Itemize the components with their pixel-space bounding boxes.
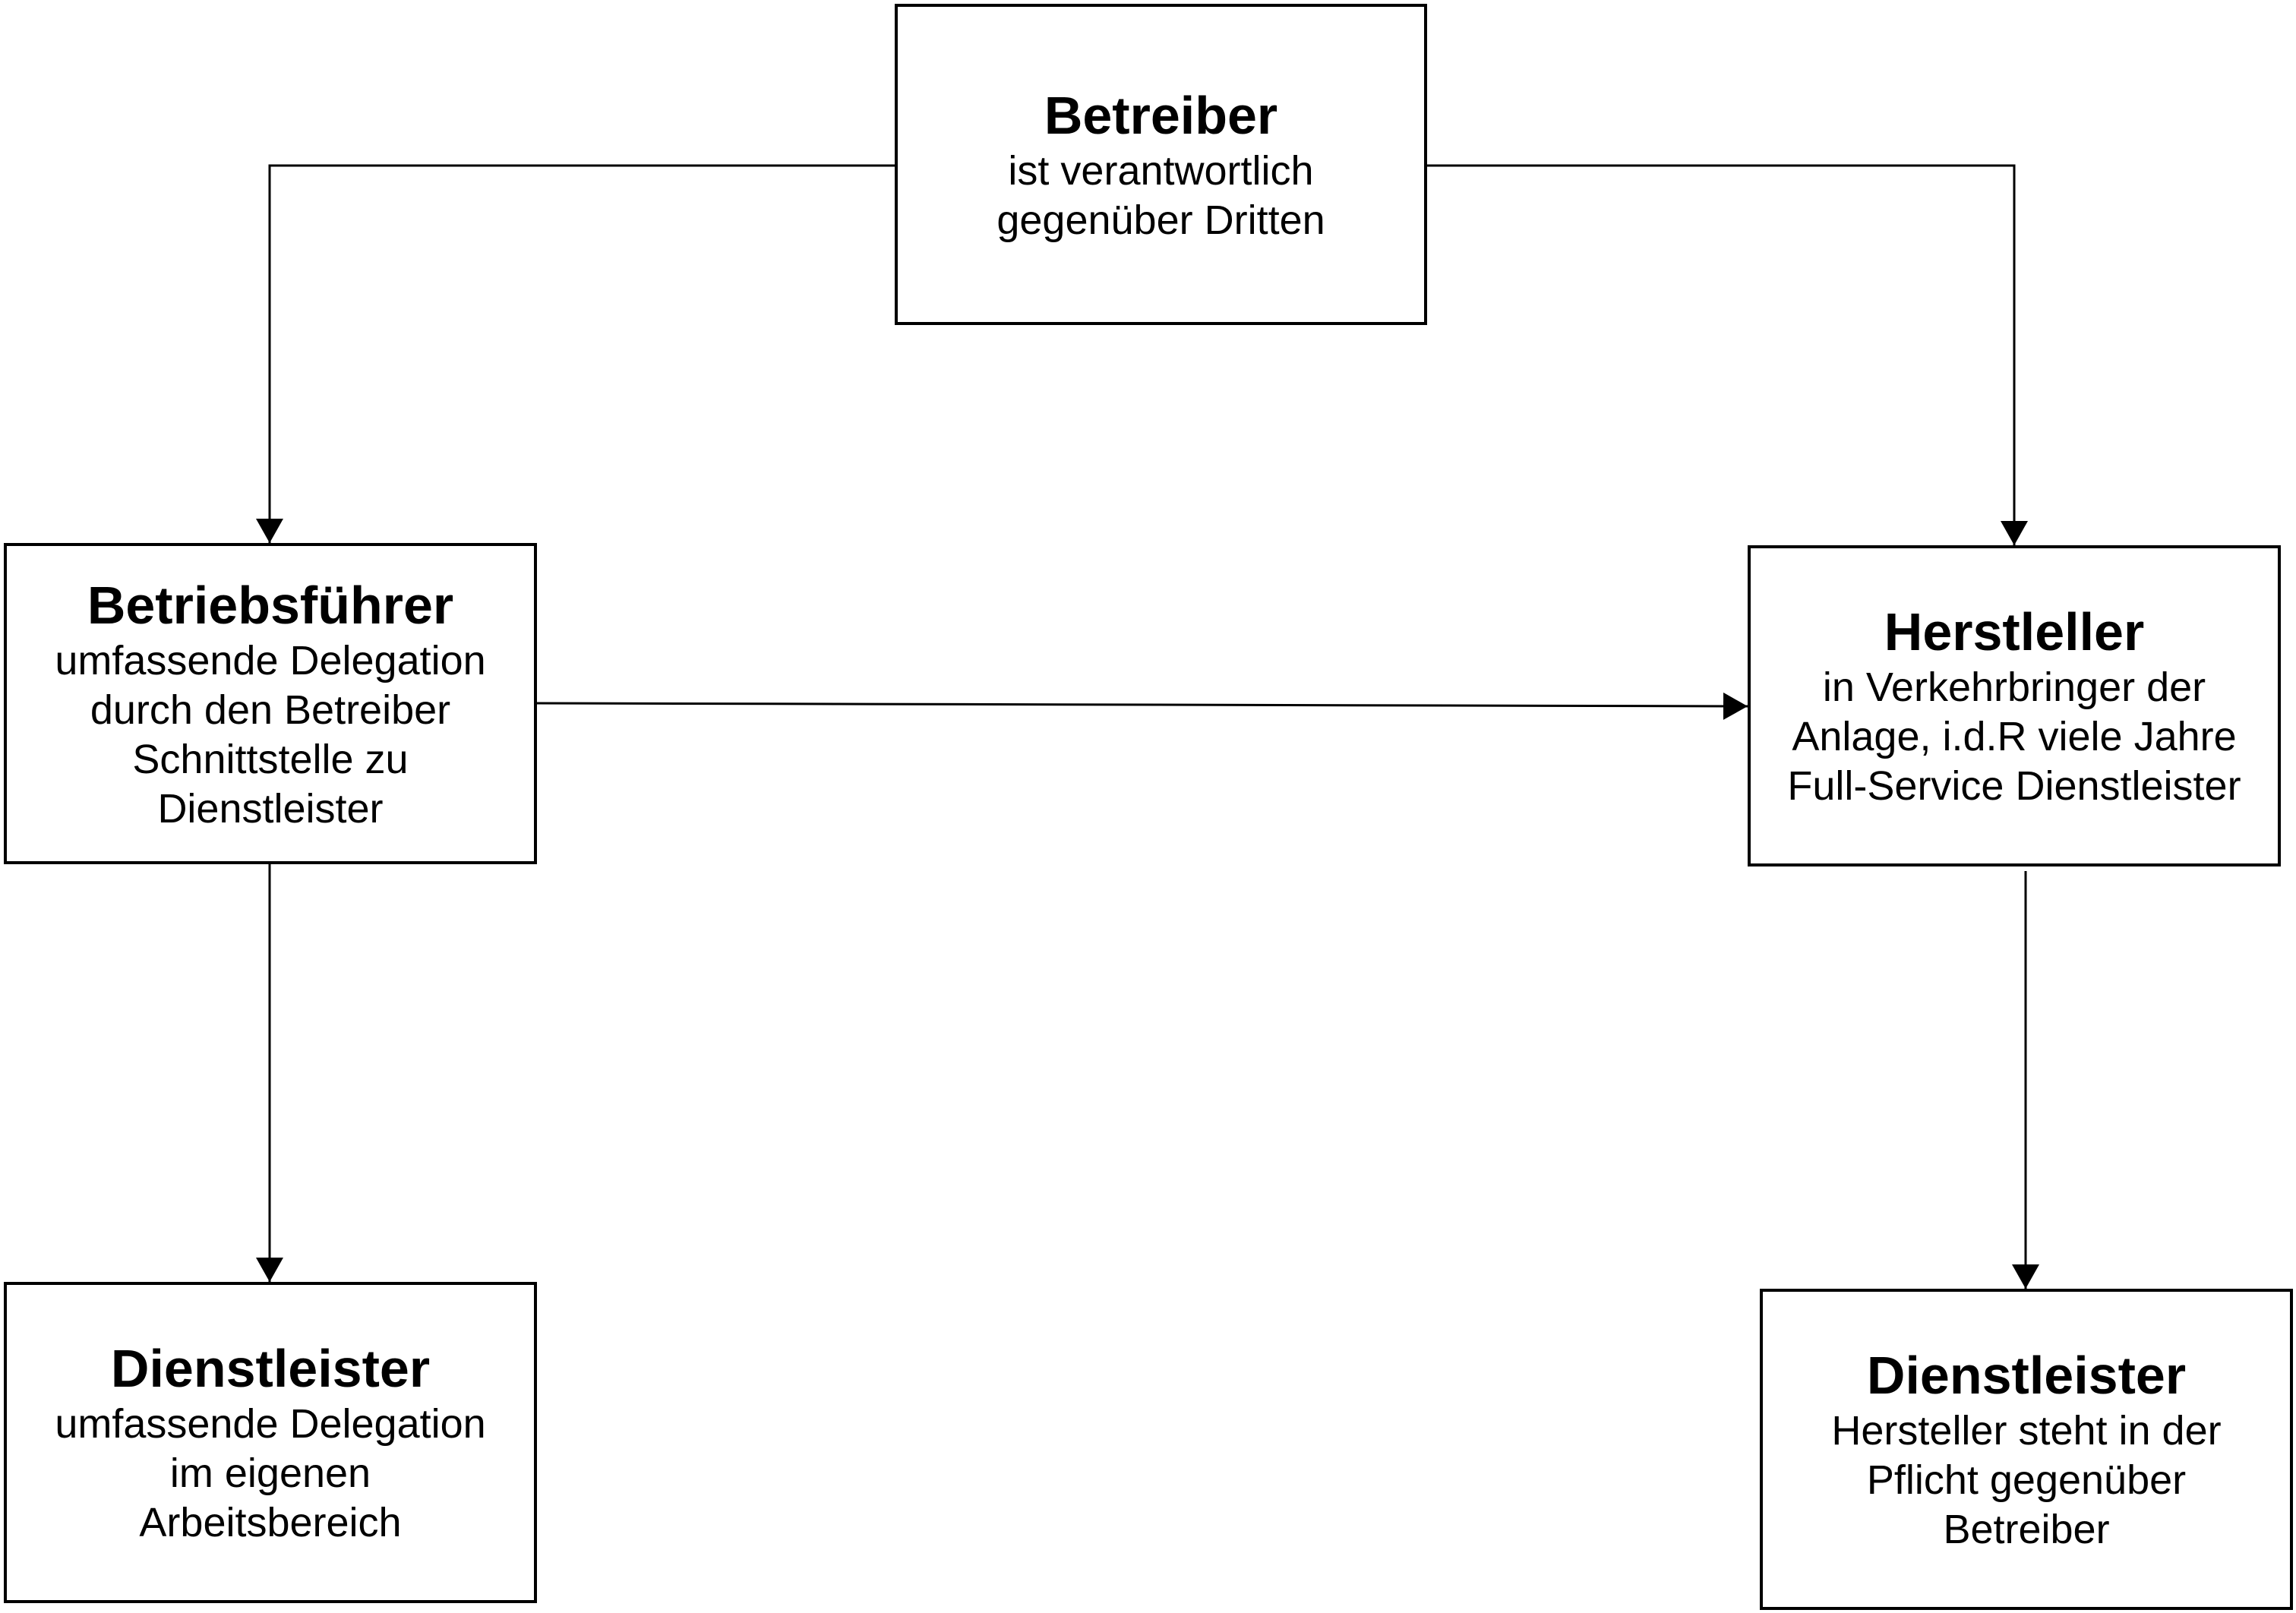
- edge-betreiber-to-betriebsfuehrer: [256, 164, 895, 543]
- node-text-line: Anlage, i.d.R viele Jahre: [1792, 714, 2237, 759]
- node-text-line: Full-Service Dienstleister: [1787, 763, 2241, 809]
- node-betriebsfuehrer: Betriebsführer umfassende Delegation dur…: [4, 543, 537, 864]
- node-text-line: Dienstleister: [157, 785, 384, 832]
- node-title: Dienstleister: [1866, 1346, 2187, 1405]
- node-dienstleister-left: Dienstleister umfassende Delegation im e…: [4, 1282, 537, 1603]
- node-text-line: Pflicht gegenüber: [1866, 1457, 2187, 1503]
- node-betreiber: Betreiber ist verantwortlich gegenüber D…: [895, 4, 1427, 325]
- edge-betriebsfuehrer-to-hersteller: [536, 692, 1748, 720]
- node-text-line: Schnittstelle zu: [132, 736, 409, 782]
- node-text-line: umfassende Delegation: [55, 637, 486, 683]
- edge-betreiber-to-hersteller: [1427, 164, 2028, 545]
- node-text-line: durch den Betreiber: [90, 687, 451, 733]
- node-title: Betreiber: [1044, 85, 1278, 145]
- node-text-line: im eigenen: [169, 1450, 371, 1496]
- node-title: Herstleller: [1884, 602, 2145, 661]
- node-text-line: Hersteller steht in der: [1831, 1408, 2222, 1454]
- node-text-line: ist verantwortlich: [1008, 147, 1314, 194]
- node-hersteller: Herstleller in Verkehrbringer der Anlage…: [1748, 545, 2281, 866]
- node-text-line: Betreiber: [1943, 1507, 2110, 1552]
- node-text-line: in Verkehrbringer der: [1822, 664, 2206, 710]
- node-title: Dienstleister: [110, 1339, 431, 1398]
- node-text-line: umfassende Delegation: [55, 1401, 486, 1447]
- node-title: Betriebsführer: [87, 575, 454, 635]
- node-dienstleister-right: Dienstleister Hersteller steht in der Pf…: [1760, 1289, 2293, 1610]
- node-text-line: gegenüber Dritten: [996, 197, 1325, 243]
- node-text-line: Arbeitsbereich: [139, 1500, 402, 1545]
